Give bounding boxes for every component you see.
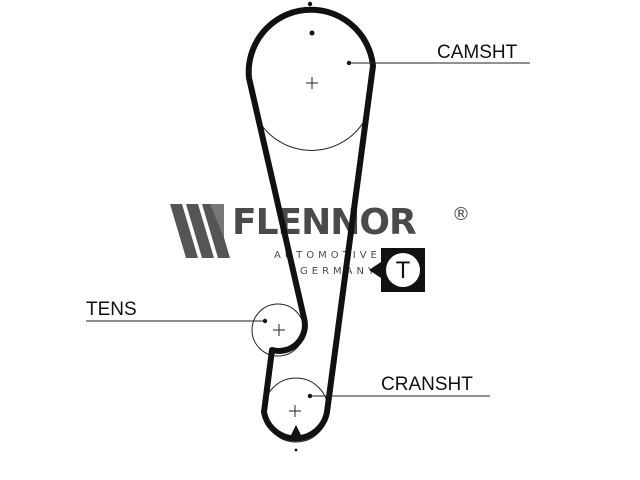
crankshaft-bottom-dot (294, 448, 298, 452)
crankshaft-timing-triangle-icon (290, 425, 302, 437)
logo-mark-stripe-3 (202, 204, 230, 258)
tensioner-center-icon (273, 324, 285, 336)
tensioner-label: TENS (86, 299, 137, 320)
timing-mark-pointer-icon (369, 262, 381, 278)
registered-mark: ® (452, 204, 470, 225)
brand-subtitle-line2: GERMANY (300, 266, 378, 277)
camshaft-timing-dot (309, 30, 315, 36)
timing-mark-symbol: T (369, 248, 425, 292)
camshaft-timing-dot-top (307, 1, 313, 7)
logo-mark-stripe-4 (210, 204, 224, 238)
logo-mark-stripe-2 (186, 204, 214, 258)
crankshaft-center-icon (289, 405, 301, 417)
timing-belt (245, 6, 376, 442)
logo-mark-stripe-1 (170, 204, 198, 258)
camshaft-center-icon (306, 77, 318, 89)
timing-mark-letter: T (395, 259, 410, 284)
crankshaft-label: CRANSHT (381, 374, 473, 395)
brand-subtitle-line1: AUTOMOTIVE (274, 250, 381, 261)
timing-mark-circle (386, 253, 420, 287)
brand-name: FLENNOR (232, 202, 416, 243)
flennor-logo: FLENNOR ® AUTOMOTIVE GERMANY (170, 202, 470, 277)
camshaft-pulley-arc (256, 117, 367, 151)
camshaft-label: CAMSHT (437, 42, 518, 63)
